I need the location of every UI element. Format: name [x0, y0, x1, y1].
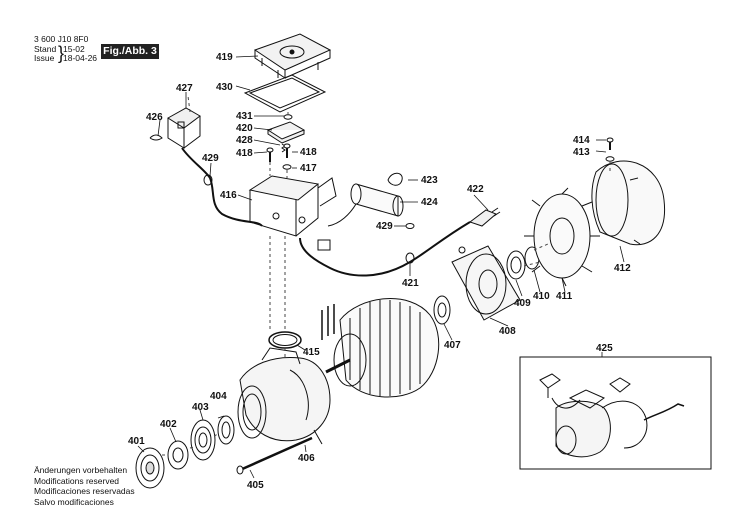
grommet-429 [203, 174, 213, 186]
label-409: 409 [514, 298, 531, 309]
nut-431 [283, 114, 293, 120]
label-414: 414 [573, 135, 590, 146]
label-420: 420 [236, 123, 253, 134]
label-429-right: 429 [376, 221, 393, 232]
screw-418-left [266, 147, 274, 162]
label-429-left: 429 [202, 153, 219, 164]
bracket-423 [387, 172, 403, 186]
clamp-plate-420 [266, 121, 306, 144]
label-423: 423 [421, 175, 438, 186]
doc-number: 3 600 J10 8F0 [34, 34, 89, 44]
issue-label: Issue [34, 53, 55, 63]
issue-value: 18-04-26 [63, 53, 98, 63]
end-shield-408 [451, 245, 521, 321]
part-labels: 419 430 431 420 428 418 418 417 416 429 … [128, 52, 631, 491]
nut-429 [405, 223, 415, 229]
gasket-430 [243, 74, 327, 113]
label-416: 416 [220, 190, 237, 201]
assembly-lines [162, 95, 611, 456]
label-408: 408 [499, 326, 516, 337]
label-415: 415 [303, 347, 320, 358]
label-426: 426 [146, 112, 163, 123]
screw-414 [606, 137, 614, 150]
capacitor-424 [327, 183, 404, 227]
motor-stator [321, 298, 440, 398]
label-401: 401 [128, 436, 145, 447]
leader-lines [137, 55, 625, 479]
bearing-407 [433, 295, 451, 325]
label-407: 407 [444, 340, 461, 351]
pump-housing [237, 347, 331, 445]
note-pt: Salvo modificaciones [34, 496, 114, 507]
label-404: 404 [210, 391, 227, 402]
figure-badge: Fig./Abb. 3 [101, 44, 159, 59]
label-422: 422 [467, 184, 484, 195]
clip-426 [149, 134, 163, 141]
label-431: 431 [236, 111, 253, 122]
label-424: 424 [421, 197, 438, 208]
inset-425 [519, 356, 712, 470]
label-413: 413 [573, 147, 590, 158]
fan-411 [524, 187, 600, 287]
washer-417 [282, 164, 292, 170]
impeller-401 [135, 447, 165, 489]
bearing-403 [190, 419, 216, 461]
screw-418-right [283, 143, 291, 158]
note-de: Änderungen vorbehalten [34, 465, 128, 475]
terminal-box-cover [253, 33, 332, 79]
washer-413 [605, 156, 615, 162]
bracket-glyph: } [58, 43, 65, 63]
stand-value: 15-02 [63, 44, 85, 54]
label-417: 417 [300, 163, 317, 174]
label-427: 427 [176, 83, 193, 94]
modification-notes: Änderungen vorbehalten Modifications res… [34, 465, 135, 507]
plug-422 [468, 207, 501, 227]
seal-404 [217, 415, 235, 445]
ring-409 [506, 250, 526, 280]
note-es: Modificaciones reservadas [34, 486, 135, 497]
label-406: 406 [298, 453, 315, 464]
cable-429 [181, 147, 263, 227]
fan-cover-412 [591, 160, 666, 246]
tie-bolt-405 [239, 436, 313, 472]
label-421: 421 [402, 278, 419, 289]
switch-427 [167, 107, 201, 149]
label-430: 430 [216, 82, 233, 93]
label-410: 410 [533, 291, 550, 302]
label-419: 419 [216, 52, 233, 63]
note-en: Modifications reserved [34, 475, 120, 486]
label-402: 402 [160, 419, 177, 430]
ring-402 [167, 440, 189, 470]
lead-wires [299, 221, 471, 277]
label-428: 428 [236, 135, 253, 146]
connector-block [317, 239, 331, 251]
label-425: 425 [596, 343, 613, 354]
label-405: 405 [247, 480, 264, 491]
label-411: 411 [556, 291, 573, 302]
terminal-box-416 [248, 175, 337, 237]
label-412: 412 [614, 263, 631, 274]
label-418-left: 418 [236, 148, 253, 159]
stand-label: Stand [34, 44, 57, 54]
label-418-right: 418 [300, 147, 317, 158]
label-403: 403 [192, 402, 209, 413]
